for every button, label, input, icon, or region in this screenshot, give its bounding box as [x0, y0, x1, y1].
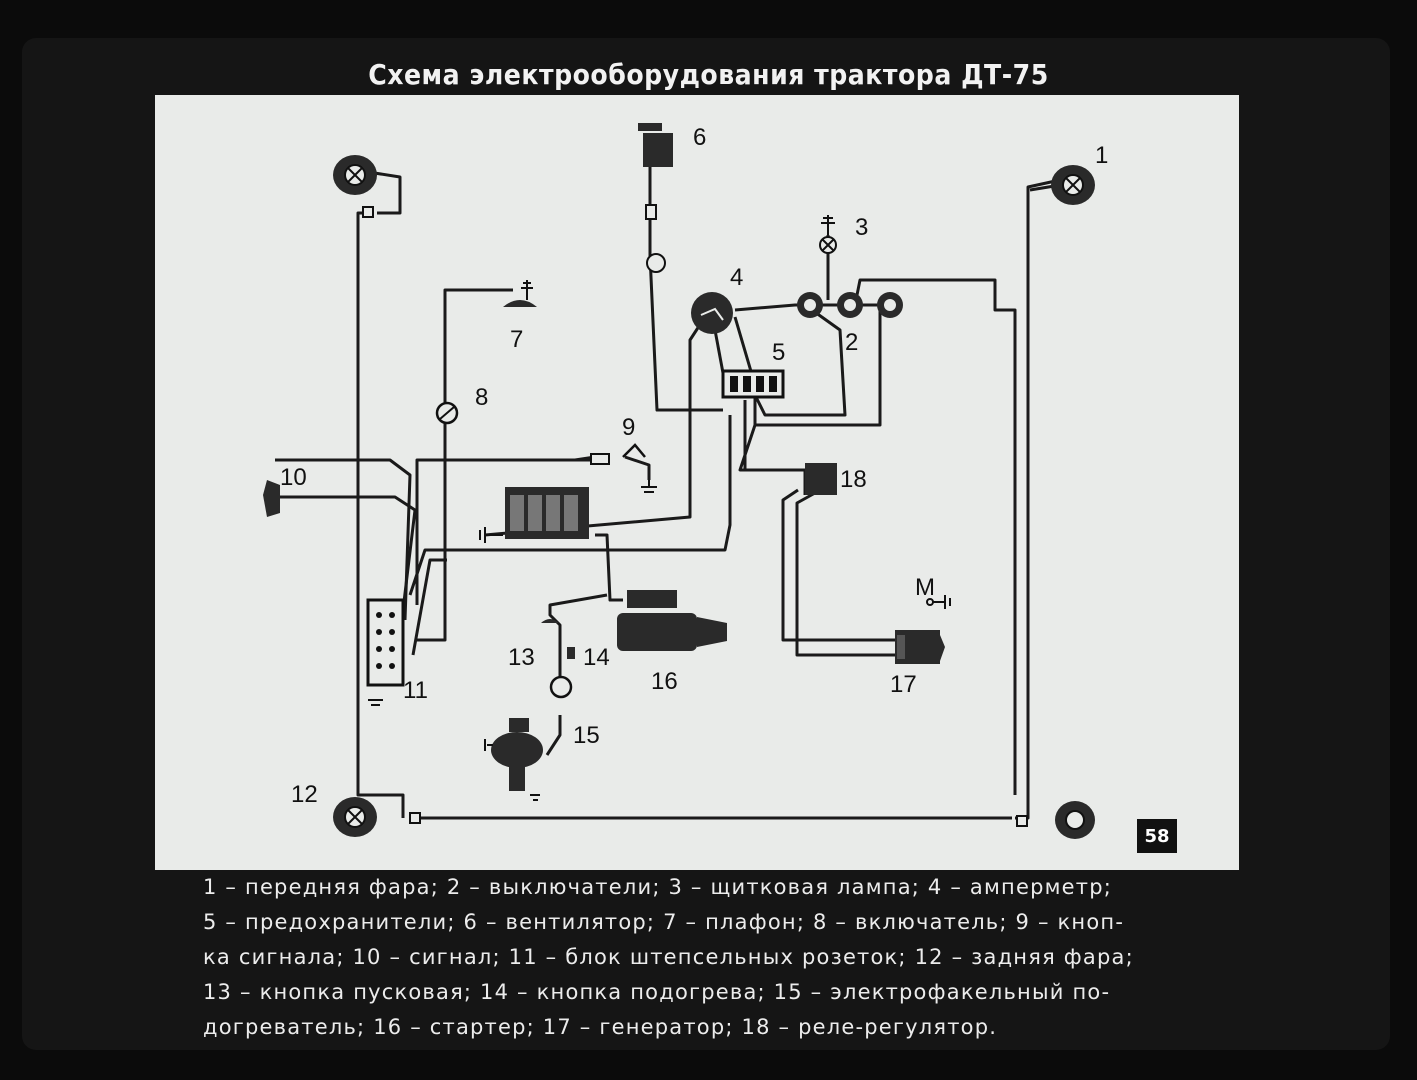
label-14: 14	[583, 644, 610, 671]
legend-caption: 1 – передняя фара; 2 – выключатели; 3 – …	[203, 870, 1203, 1045]
socket-block-11	[366, 598, 405, 706]
fan-6	[638, 123, 673, 273]
ceiling-lamp-7	[503, 280, 537, 307]
label-6: 6	[693, 124, 706, 151]
headlight-front-right	[1051, 165, 1095, 205]
diagram-panel: 1 2 3 4 5 6 7 8 9 10 11 12 13 14 15 16 1…	[155, 95, 1239, 870]
page-number: 58	[1137, 819, 1177, 853]
label-9: 9	[622, 414, 635, 441]
caption-line: 13 – кнопка пусковая; 14 – кнопка подогр…	[203, 980, 1111, 1004]
label-8: 8	[475, 384, 488, 411]
torch-heater-15	[484, 718, 543, 801]
label-17: 17	[890, 671, 917, 698]
caption-line: догреватель; 16 – стартер; 17 – генерато…	[203, 1015, 998, 1039]
headlight-front-left	[333, 155, 377, 218]
ground-m	[926, 595, 951, 609]
horn-10	[263, 480, 280, 517]
relay-regulator-18	[805, 463, 837, 495]
label-3: 3	[855, 214, 868, 241]
slide-title: Схема электрооборудования трактора ДТ-75	[368, 58, 1049, 91]
label-11: 11	[403, 677, 428, 704]
switch-8	[435, 401, 459, 425]
label-13: 13	[508, 644, 535, 671]
label-4: 4	[730, 264, 743, 291]
rear-lamp-12	[333, 797, 421, 837]
label-7: 7	[510, 326, 523, 353]
wiring-diagram: 1 2 3 4 5 6 7 8 9 10 11 12 13 14 15 16 1…	[263, 123, 1108, 839]
caption-line: ка сигнала; 10 – сигнал; 11 – блок штепс…	[203, 945, 1134, 969]
label-16: 16	[651, 668, 678, 695]
label-1: 1	[1095, 142, 1108, 169]
dash-lamp-3	[819, 215, 837, 254]
fuses-5	[721, 369, 785, 399]
starter-16	[617, 590, 727, 651]
battery	[479, 487, 589, 543]
label-18: 18	[840, 466, 867, 493]
caption-line: 1 – передняя фара; 2 – выключатели; 3 – …	[203, 875, 1113, 899]
horn-button-9	[590, 443, 657, 493]
heat-button-14	[549, 647, 575, 699]
switches-2	[797, 292, 903, 318]
generator-17	[895, 630, 945, 664]
start-button-13	[541, 619, 559, 623]
label-2: 2	[845, 329, 858, 356]
ammeter-4	[691, 292, 733, 334]
rear-lamp-right	[1016, 801, 1095, 839]
label-12: 12	[291, 781, 318, 808]
label-m: М	[915, 574, 935, 601]
label-10: 10	[280, 464, 307, 491]
label-5: 5	[772, 339, 785, 366]
label-15: 15	[573, 722, 600, 749]
caption-line: 5 – предохранители; 6 – вентилятор; 7 – …	[203, 910, 1125, 934]
